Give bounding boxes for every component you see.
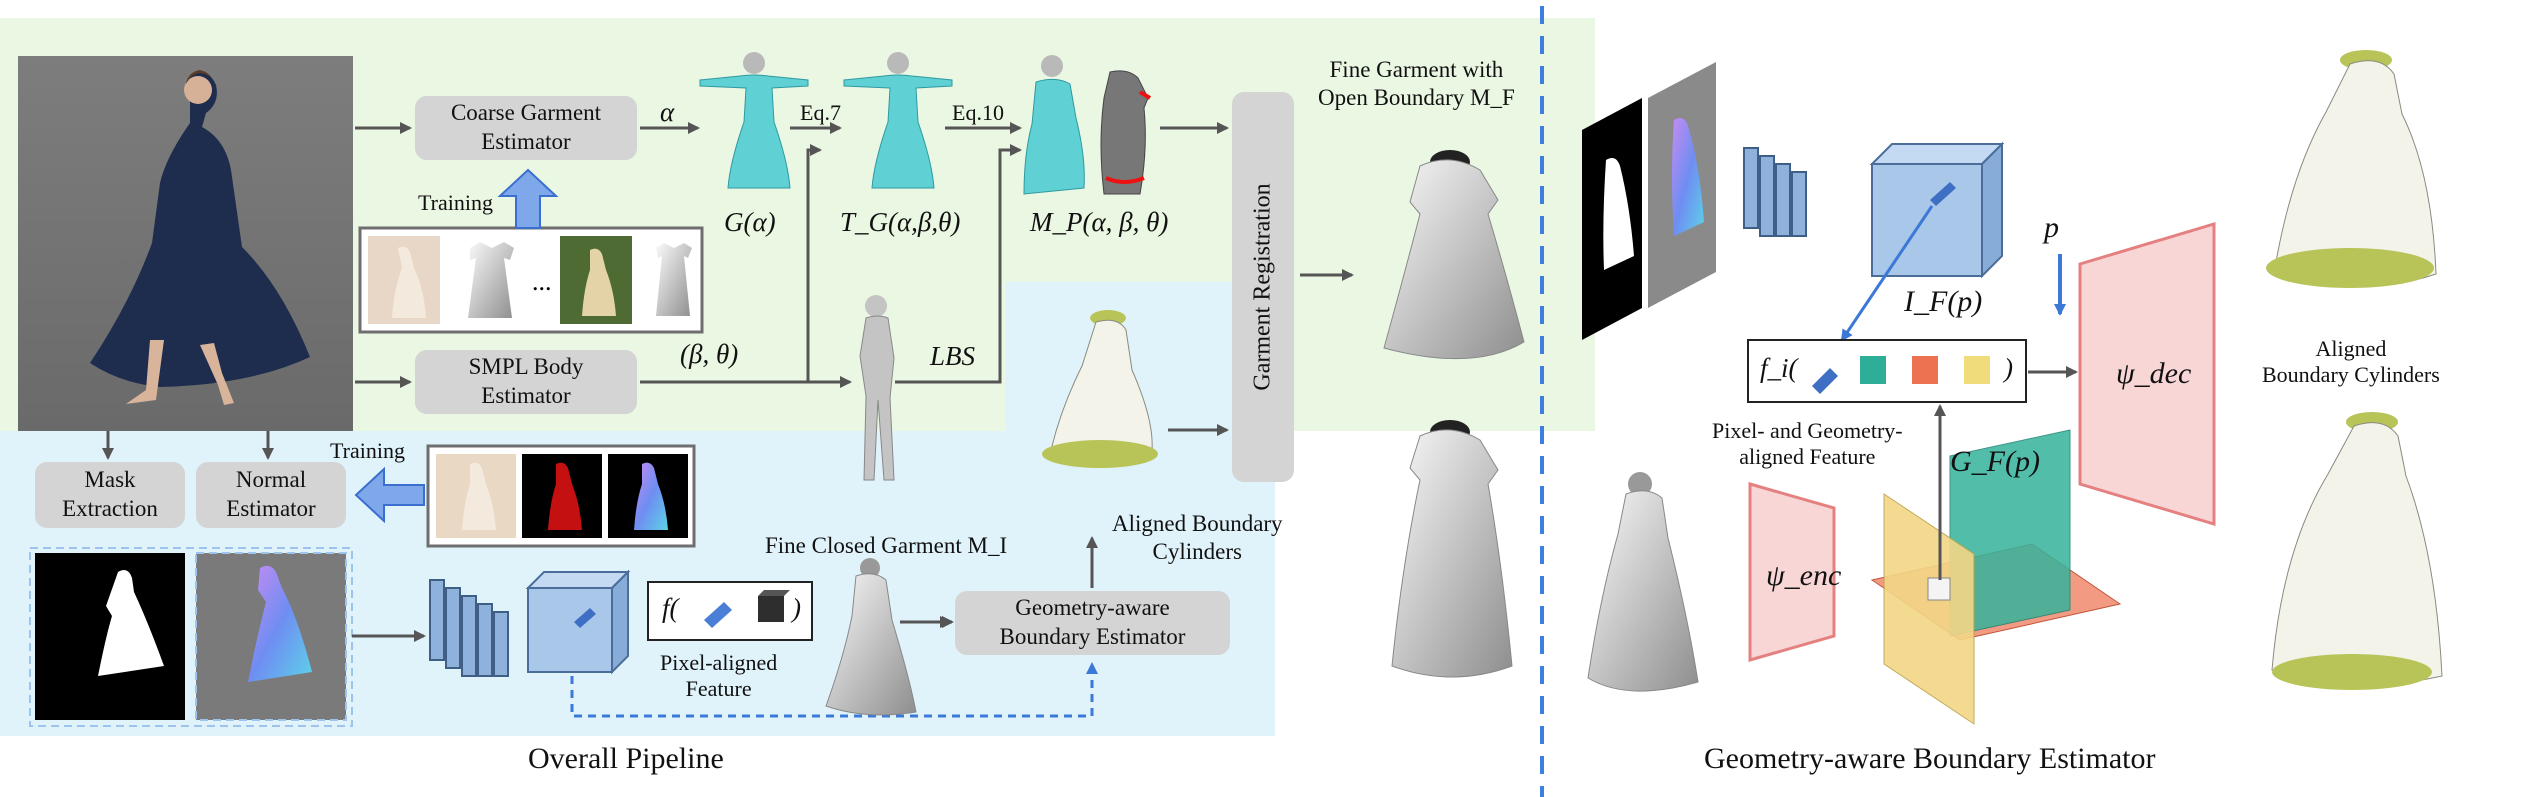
geometry-boundary-caption: Geometry-aware Boundary Estimator — [1704, 742, 2156, 775]
input-photo — [18, 56, 353, 431]
encoder-stack-right — [1743, 147, 1807, 237]
mask-extraction-label: Mask Extraction — [62, 467, 158, 521]
overall-pipeline-caption: Overall Pipeline — [528, 742, 724, 775]
eq7-label: Eq.7 — [800, 100, 841, 125]
f-feature-close: ) — [792, 593, 801, 623]
dashed-feedback-arrow — [570, 662, 1098, 718]
input-mask-right — [1582, 62, 1716, 340]
aligned-cylinders-garment — [1042, 310, 1158, 468]
mask-extraction-box — [35, 462, 185, 528]
closed-garment-right — [1587, 472, 1699, 692]
decoder-trapezoid — [2078, 221, 2216, 527]
fine-closed-garment — [825, 558, 917, 716]
garment-mp — [1023, 55, 1152, 195]
if-p-label: I_F(p) — [1904, 285, 1983, 318]
smpl-body-label: SMPL Body Estimator — [415, 350, 637, 414]
p-label: p — [2044, 211, 2059, 244]
garment-registration-box — [1232, 92, 1294, 482]
aligned-boundary-garment-top — [2266, 50, 2437, 288]
fine-closed-label: Fine Closed Garment M_I — [765, 533, 1008, 558]
pixel-aligned-feature-label: Pixel-aligned Feature — [660, 650, 778, 702]
garment-registration-label: Garment Registration — [1249, 183, 1276, 391]
fi-close: ) — [2004, 353, 2013, 383]
blue-sample-arrow — [1840, 205, 1934, 342]
training-label-bottom: Training — [330, 438, 405, 463]
triplane — [1870, 429, 2122, 725]
garment-g-alpha — [699, 52, 809, 189]
geometry-boundary-label: Geometry-aware Boundary Estimator — [999, 595, 1186, 649]
eq10-label: Eq.10 — [952, 100, 1004, 125]
aligned-boundary-cylinders-label: Aligned Boundary Cylinders — [2262, 336, 2440, 388]
training-up-arrow — [497, 168, 559, 229]
mp-label: M_P(α, β, θ) — [1030, 207, 1169, 237]
lbs-label: LBS — [930, 341, 976, 371]
f-feature-open: f( — [662, 593, 679, 623]
pixel-geometry-feature-label: Pixel- and Geometry- aligned Feature — [1712, 418, 1903, 470]
normal-estimator-label: Normal Estimator — [226, 467, 316, 521]
g-alpha-label: G(α) — [724, 207, 776, 237]
garment-tg — [843, 52, 953, 189]
alpha-label: α — [660, 97, 675, 127]
geometry-boundary-box — [955, 591, 1230, 655]
aligned-boundary-garment-bottom — [2271, 412, 2443, 690]
normal-estimator-box — [196, 462, 346, 528]
fi-feature-box — [1747, 339, 2027, 403]
tg-label: T_G(α,β,θ) — [840, 207, 961, 237]
fine-garment-open-label: Fine Garment with Open Boundary M_F — [1318, 57, 1515, 110]
encoder-stack — [429, 579, 509, 677]
beta-theta-label: (β, θ) — [680, 339, 739, 369]
encoder-trapezoid — [1748, 482, 1836, 662]
arrows-left — [102, 122, 1354, 642]
training-label-top: Training — [418, 190, 493, 215]
feature-cube-right — [1869, 141, 2005, 279]
gf-p-label: G_F(p) — [1950, 445, 2040, 478]
fine-garment-open-2 — [1391, 420, 1513, 678]
blue-panel-right — [1005, 282, 1275, 736]
psi-dec-label: ψ_dec — [2116, 357, 2192, 390]
feature-cube-left — [525, 569, 631, 675]
fine-garment-open-1 — [1383, 150, 1525, 360]
smpl-body-mesh — [859, 295, 895, 481]
fi-open: f_i( — [1760, 353, 1798, 383]
training-left-arrow — [354, 466, 425, 524]
aligned-boundary-label: Aligned Boundary Cylinders — [1112, 511, 1283, 564]
psi-enc-label: ψ_enc — [1766, 559, 1842, 592]
dataset-ellipsis: ... — [532, 267, 552, 296]
coarse-garment-label: Coarse Garment Estimator — [415, 96, 637, 160]
